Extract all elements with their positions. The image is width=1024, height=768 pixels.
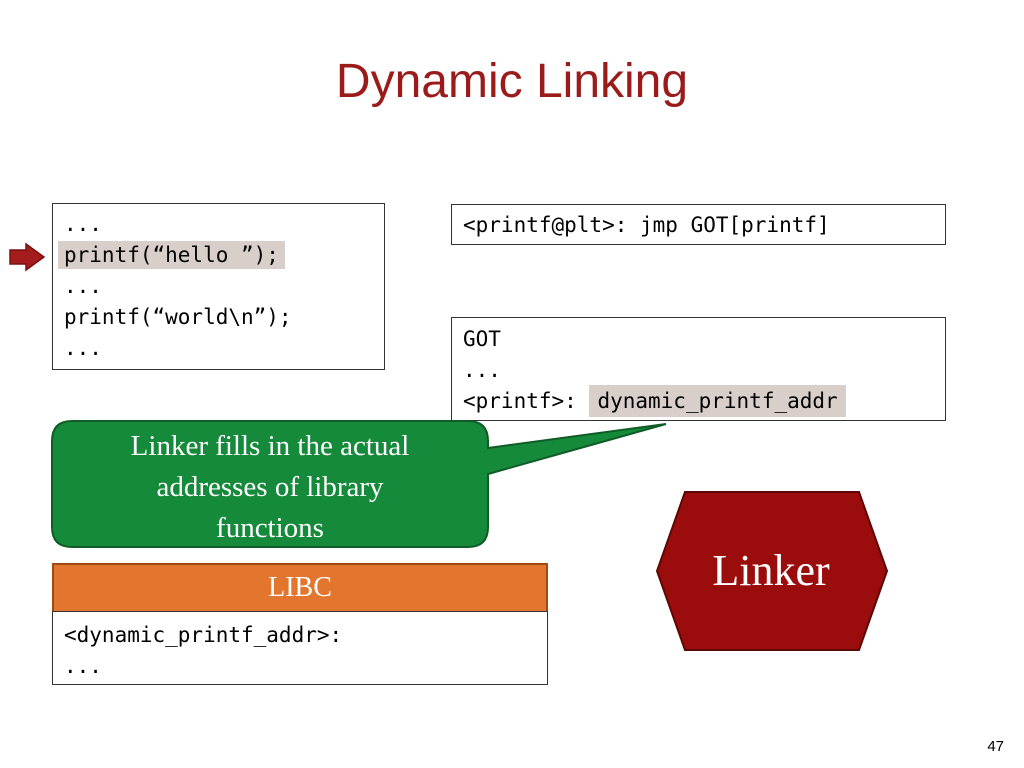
got-entry: <printf>: dynamic_printf_addr (463, 385, 945, 417)
got-table-box: GOT ... <printf>: dynamic_printf_addr (451, 317, 946, 421)
callout-text: Linker fills in the actual addresses of … (60, 426, 480, 549)
code-line: ... (64, 274, 102, 298)
plt-entry-box: <printf@plt>: jmp GOT[printf] (451, 204, 946, 245)
code-line-highlighted-wrap: printf(“hello ”); (58, 240, 384, 271)
callout-line: Linker fills in the actual (130, 430, 410, 462)
right-arrow-icon (9, 242, 46, 272)
code-line-highlighted: printf(“hello ”); (58, 241, 285, 269)
got-entry-label: <printf>: (463, 389, 577, 413)
linker-hexagon (655, 491, 889, 651)
slide-title: Dynamic Linking (335, 55, 689, 108)
got-entry-value: dynamic_printf_addr (589, 385, 846, 417)
code-line: ... (64, 212, 102, 236)
page-number: 47 (987, 738, 1004, 755)
libc-header: LIBC (52, 563, 548, 613)
callout-line: addresses of library (156, 471, 384, 503)
plt-line: <printf@plt>: jmp GOT[printf] (463, 213, 830, 237)
libc-code-box: <dynamic_printf_addr>: ... (52, 611, 548, 685)
source-code-box: ... printf(“hello ”); ... printf(“world\… (52, 203, 385, 370)
code-line: ... (64, 336, 102, 360)
linker-label: Linker (712, 546, 830, 595)
libc-line: <dynamic_printf_addr>: (64, 623, 343, 647)
got-header: GOT (463, 327, 501, 351)
code-line: printf(“world\n”); (64, 305, 292, 329)
got-ellipsis: ... (463, 358, 501, 382)
libc-line: ... (64, 654, 102, 678)
callout-line: functions (216, 512, 324, 544)
